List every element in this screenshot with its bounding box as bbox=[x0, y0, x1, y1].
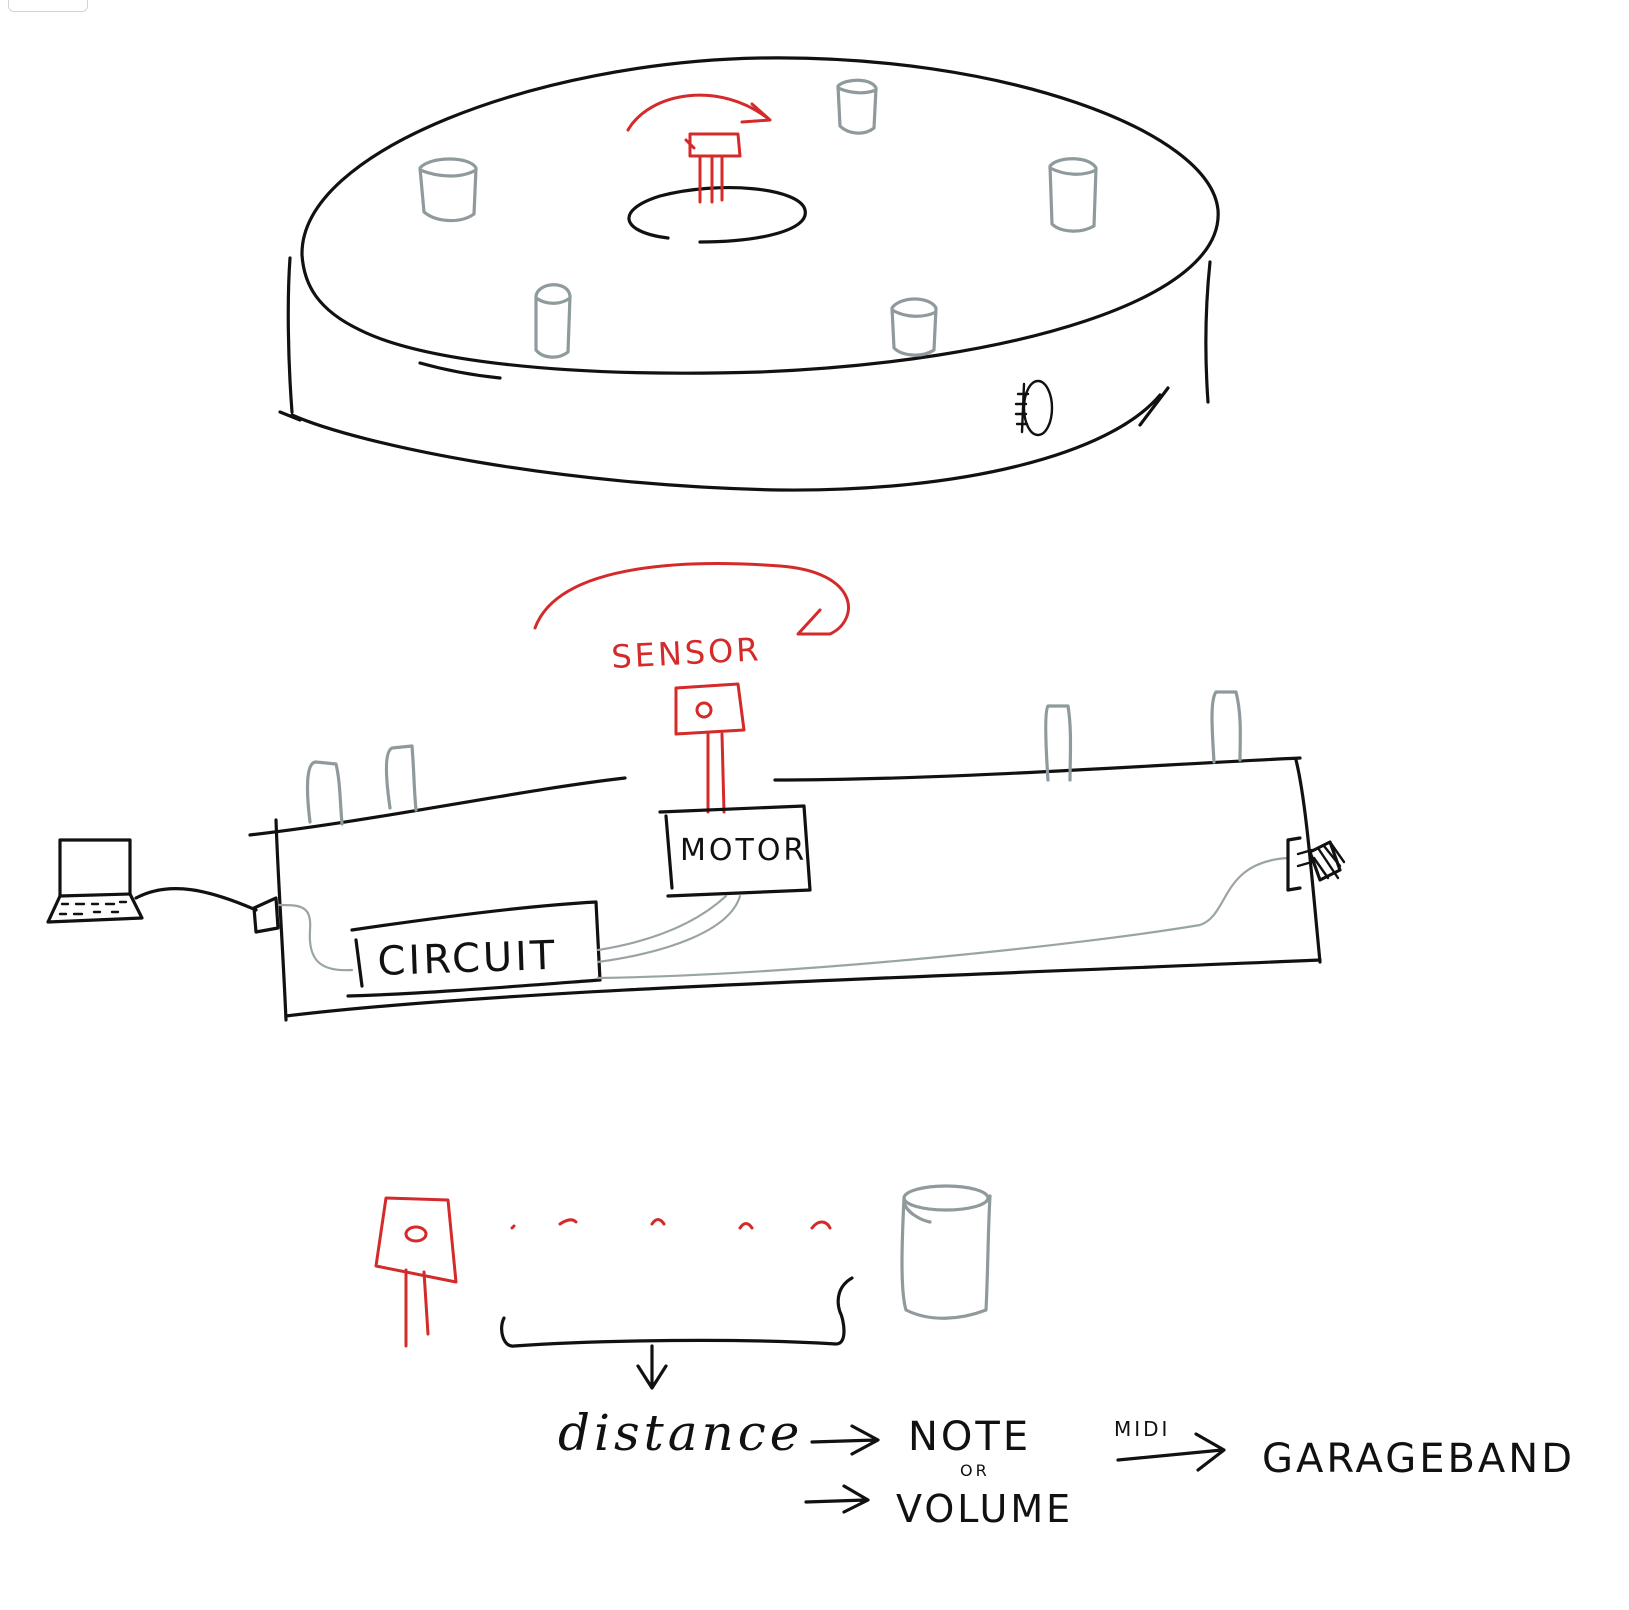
object-cup bbox=[1044, 704, 1073, 782]
platform-body-right bbox=[1294, 758, 1322, 964]
wire-circuit-speaker bbox=[596, 856, 1290, 980]
arrow-to-volume bbox=[804, 1484, 870, 1514]
object-cup bbox=[534, 283, 572, 359]
disc-right-wall bbox=[1204, 260, 1212, 404]
rotation-arrow-side bbox=[533, 562, 850, 636]
spindle-ring bbox=[627, 186, 807, 244]
or-label: OR bbox=[960, 1461, 990, 1480]
down-arrow bbox=[636, 1344, 668, 1390]
platform-body-left bbox=[274, 818, 288, 1022]
laptop-icon bbox=[46, 838, 144, 924]
sensor-front bbox=[374, 1196, 458, 1348]
garageband-label: GARAGEBAND bbox=[1262, 1436, 1575, 1482]
object-cup bbox=[1210, 690, 1242, 764]
disc-inner-edge bbox=[418, 361, 502, 380]
distance-explanation: distance NOTE OR VOLUME MIDI GARAGEBAND bbox=[374, 1184, 1575, 1531]
motor-box: MOTOR bbox=[658, 804, 812, 898]
sensor-label: SENSOR bbox=[610, 630, 762, 676]
midi-label: MIDI bbox=[1114, 1417, 1170, 1441]
laptop-cable bbox=[134, 887, 258, 912]
disc-left-wall bbox=[286, 256, 294, 414]
arrow-to-note bbox=[810, 1424, 880, 1456]
motor-label: MOTOR bbox=[680, 833, 807, 868]
circuit-box: CIRCUIT bbox=[346, 900, 602, 998]
object-cup bbox=[418, 157, 478, 223]
turntable-top-view bbox=[278, 56, 1220, 492]
usb-port bbox=[252, 896, 280, 934]
platform-body-bottom bbox=[284, 958, 1322, 1018]
distance-label: distance bbox=[558, 1404, 803, 1462]
distance-bracket bbox=[500, 1276, 854, 1348]
disc-bottom-curve bbox=[290, 386, 1170, 492]
object-cup bbox=[305, 760, 344, 826]
disc-top-outline bbox=[300, 56, 1220, 375]
signal-dashes bbox=[510, 1218, 832, 1230]
volume-label: VOLUME bbox=[896, 1487, 1073, 1531]
sensor-side bbox=[674, 682, 746, 814]
circuit-label: CIRCUIT bbox=[377, 933, 558, 985]
object-cup bbox=[1048, 157, 1098, 233]
turntable-side-view: SENSOR MOTOR CIRCUIT bbox=[46, 562, 1346, 1022]
note-label: NOTE bbox=[908, 1414, 1031, 1460]
wire-port-circuit bbox=[276, 903, 354, 972]
knob-icon bbox=[1014, 379, 1054, 437]
platform-top-left bbox=[248, 776, 627, 837]
toolbar-tab[interactable] bbox=[8, 0, 88, 12]
sensor-top-view bbox=[684, 132, 742, 204]
platform-top-right bbox=[773, 756, 1302, 782]
rotation-arrow-top bbox=[626, 93, 772, 132]
midi-arrow bbox=[1116, 1432, 1226, 1472]
object-cup bbox=[890, 297, 938, 357]
speaker-icon bbox=[1286, 836, 1346, 892]
object-cup bbox=[836, 78, 878, 135]
object-cup bbox=[900, 1184, 992, 1320]
wire-motor-circuit bbox=[596, 894, 742, 964]
object-cup bbox=[384, 744, 418, 812]
